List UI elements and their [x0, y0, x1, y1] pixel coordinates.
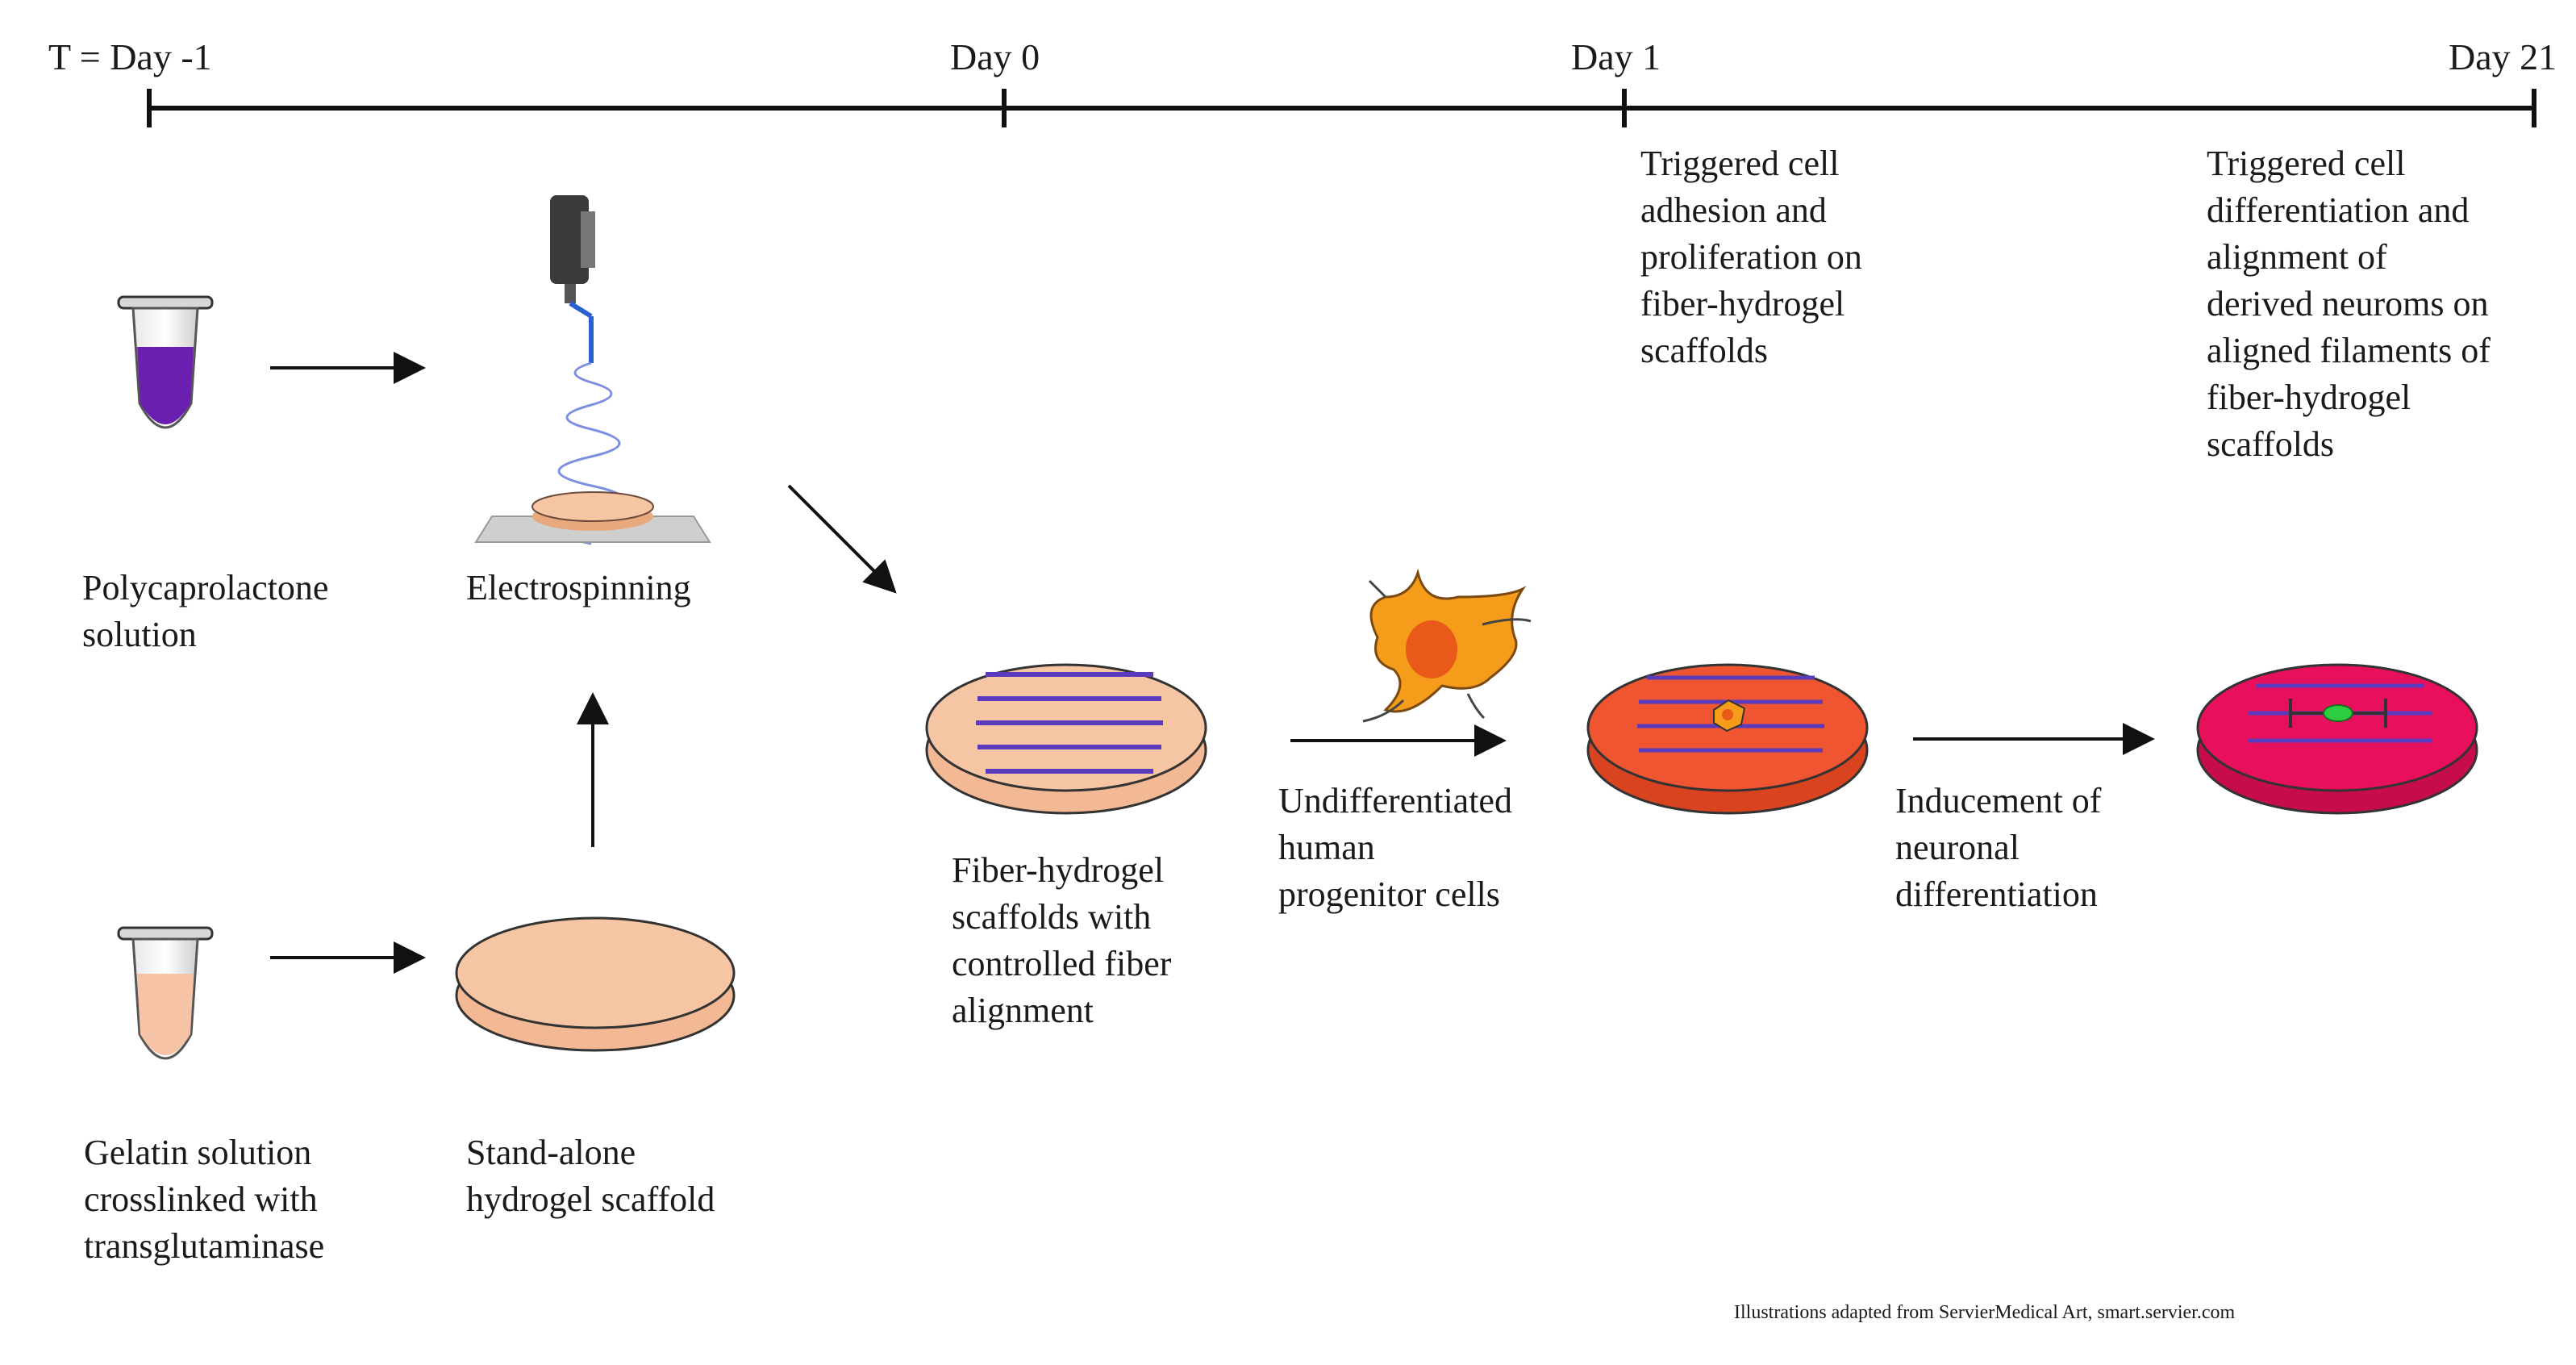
fiber-hydrogel-scaffold-icon — [925, 663, 1207, 815]
day1-scaffold-icon — [1586, 663, 1869, 815]
timeline — [147, 89, 2536, 127]
illustration-credit: Illustrations adapted from ServierMedica… — [1734, 1302, 2236, 1323]
day21-scaffold-icon — [2196, 663, 2478, 815]
electrospinning-label: Electrospinning — [466, 568, 691, 607]
hydrogel-scaffold-icon — [455, 916, 736, 1052]
tick-label-day-0: Day 0 — [950, 36, 1040, 77]
tick-label-day-minus1: T = Day -1 — [48, 36, 212, 77]
gelatin-tube-icon — [117, 926, 214, 1060]
arrow-electrospinning-to-fiber — [787, 484, 897, 594]
tick-label-day-1: Day 1 — [1571, 36, 1661, 77]
pcl-tube-icon — [117, 295, 214, 429]
progenitor-cell-icon — [1362, 568, 1532, 723]
flow-arrows — [270, 352, 2155, 974]
tick-label-day-21: Day 21 — [2449, 36, 2557, 77]
electrospinning-icon — [474, 195, 711, 545]
